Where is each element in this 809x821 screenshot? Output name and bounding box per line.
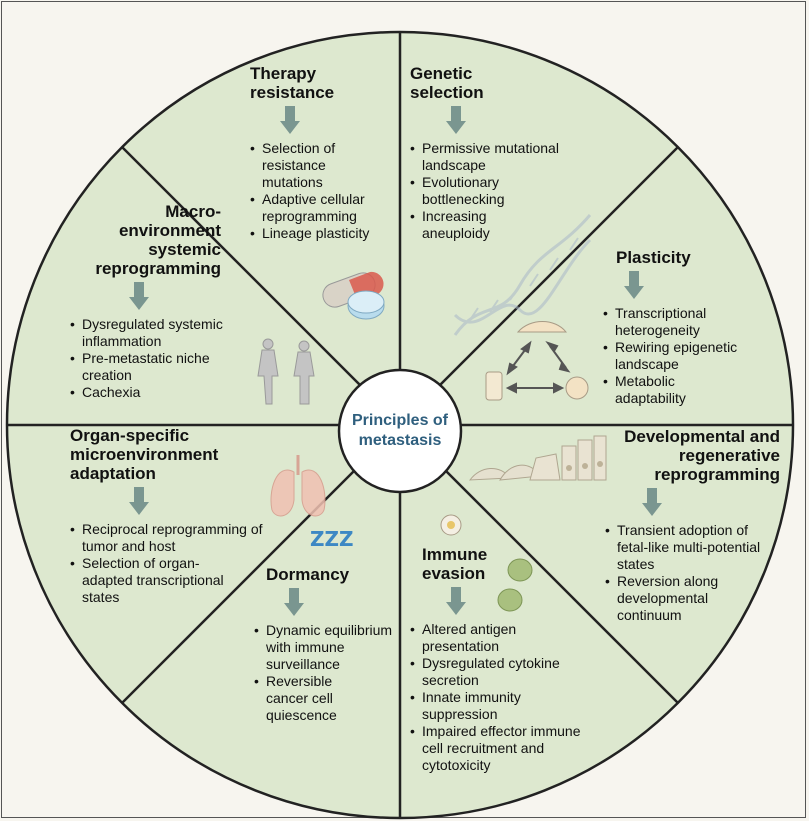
center-label: Principles of metastasis xyxy=(351,412,449,449)
segment-plasticity: Plasticity Transcriptional heterogeneity… xyxy=(603,248,773,407)
segment-title: Organ-specific microenvironment adaptati… xyxy=(70,426,219,483)
list-item: Metabolic adaptability xyxy=(603,373,735,407)
bullet-list: Transcriptional heterogeneity Rewiring e… xyxy=(603,305,773,407)
segment-title: Macro-environment systemic reprogramming xyxy=(95,202,221,278)
segment-therapy-resistance: Therapy resistance Selection of resistan… xyxy=(250,64,395,242)
arrow-down-icon xyxy=(624,271,644,299)
epithelium-icon xyxy=(468,435,607,481)
list-item: Pre-metastatic niche creation xyxy=(70,350,212,384)
arrow-down-icon xyxy=(284,588,304,616)
segment-immune-evasion: Immune evasion Altered antigen presentat… xyxy=(410,545,610,774)
list-item: Reversible cancer cell quiescence xyxy=(254,673,376,724)
segment-title: Plasticity xyxy=(616,248,691,267)
list-item: Permissive mutational landscape xyxy=(410,140,622,174)
list-item: Dynamic equilibrium with immune surveill… xyxy=(254,622,396,673)
segment-title: Immune evasion xyxy=(422,545,488,583)
segment-macro-environment: Macro-environment systemic reprogramming… xyxy=(70,202,270,401)
list-item: Cachexia xyxy=(70,384,212,401)
pill-icon xyxy=(322,271,385,320)
list-item: Increasing aneuploidy xyxy=(410,208,532,242)
list-item: Selection of resistance mutations xyxy=(250,140,387,191)
bullet-list: Altered antigen presentation Dysregulate… xyxy=(410,621,610,774)
list-item: Reversion along developmental continuum xyxy=(605,573,767,624)
zzz-icon-small: ZZZ xyxy=(310,527,354,551)
bullet-list: Reciprocal reprogramming of tumor and ho… xyxy=(70,521,285,606)
dna-icon xyxy=(453,214,592,336)
segment-title: Dormancy xyxy=(266,565,350,584)
arrow-down-icon xyxy=(129,282,149,310)
bullet-list: Selection of resistance mutations Adapti… xyxy=(250,140,395,242)
list-item: Lineage plasticity xyxy=(250,225,402,242)
bullet-list: Dysregulated systemic inflammation Pre-m… xyxy=(70,316,270,401)
list-item: Rewiring epigenetic landscape xyxy=(603,339,775,373)
list-item: Altered antigen presentation xyxy=(410,621,562,655)
segment-genetic-selection: Genetic selection Permissive mutational … xyxy=(410,64,620,242)
segment-title: Genetic selection xyxy=(410,64,484,102)
list-item: Reciprocal reprogramming of tumor and ho… xyxy=(70,521,294,555)
list-item: Dysregulated systemic inflammation xyxy=(70,316,262,350)
arrow-down-icon xyxy=(446,106,466,134)
list-item: Dysregulated cytokine secretion xyxy=(410,655,582,689)
bullet-list: Dynamic equilibrium with immune surveill… xyxy=(254,622,399,724)
human-figures-icon xyxy=(257,338,315,405)
segment-title: Developmental and regenerative reprogram… xyxy=(624,427,780,484)
arrow-down-icon xyxy=(446,587,466,615)
segment-developmental-regenerative: Developmental and regenerative reprogram… xyxy=(605,427,785,624)
segment-title: Therapy resistance xyxy=(250,64,335,102)
list-item: Evolutionary bottlenecking xyxy=(410,174,562,208)
list-item: Transcriptional heterogeneity xyxy=(603,305,755,339)
arrow-down-icon xyxy=(280,106,300,134)
arrow-down-icon xyxy=(129,487,149,515)
bullet-list: Transient adoption of fetal-like multi-p… xyxy=(605,522,785,624)
segment-organ-specific: Organ-specific microenvironment adaptati… xyxy=(70,426,285,606)
list-item: Innate immunity suppression xyxy=(410,689,552,723)
segment-dormancy: Dormancy Dynamic equilibrium with immune… xyxy=(254,565,399,724)
bullet-list: Permissive mutational landscape Evolutio… xyxy=(410,140,620,242)
immune-cells-icon xyxy=(440,514,533,612)
list-item: Adaptive cellular reprogramming xyxy=(250,191,387,225)
arrow-down-icon xyxy=(642,488,662,516)
list-item: Impaired effector immune cell recruitmen… xyxy=(410,723,592,774)
list-item: Transient adoption of fetal-like multi-p… xyxy=(605,522,782,573)
list-item: Selection of organ-adapted transcription… xyxy=(70,555,232,606)
cell-states-icon xyxy=(485,321,589,401)
lungs-icon xyxy=(270,455,326,517)
